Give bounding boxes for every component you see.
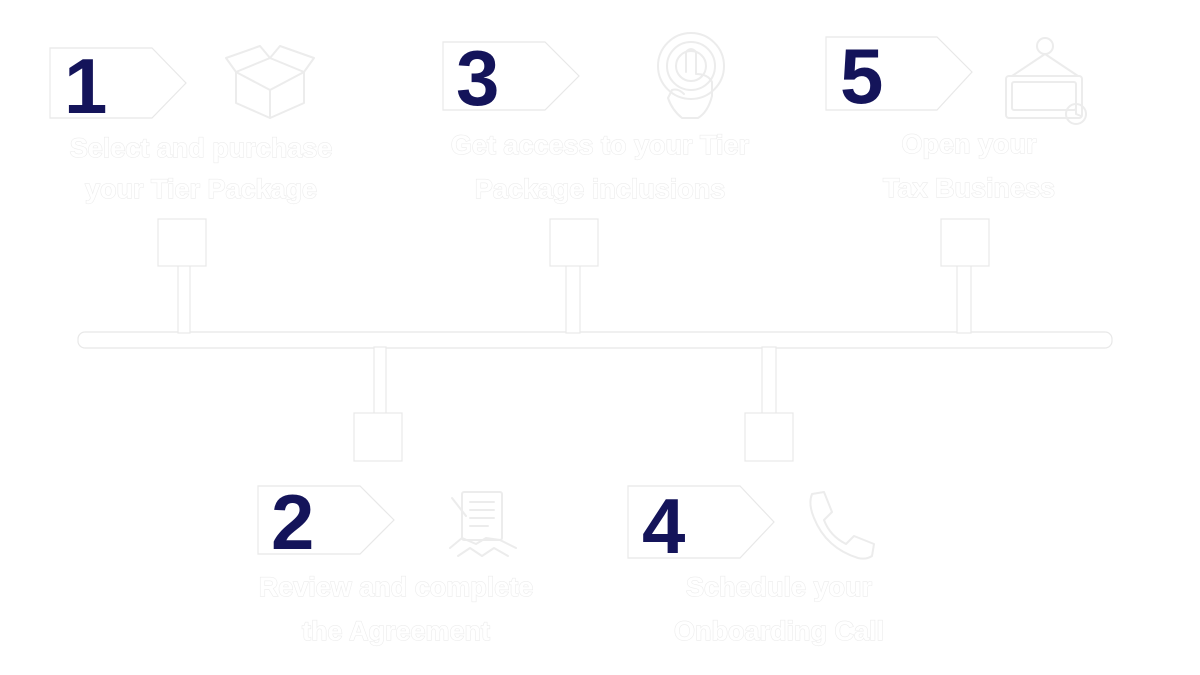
step-4-badge (627, 485, 775, 559)
step-3: 3 Get access to your Tier Package inclus… (442, 32, 750, 205)
step-1-label-line1: Select and purchase (70, 133, 333, 163)
step-3-label-line1: Get access to your Tier (451, 130, 750, 160)
connector-stem-4 (761, 346, 777, 416)
step-1-number: 1 (64, 42, 107, 130)
connector-square-2 (353, 412, 403, 462)
step-1-badge (49, 47, 187, 119)
step-4-number: 4 (642, 482, 685, 570)
step-5: 5 Open your Tax Business (825, 32, 1087, 204)
timeline-connectors (77, 218, 1113, 462)
connector-square-5 (940, 218, 990, 267)
step-4-label-line1: Schedule your (686, 572, 873, 602)
step-5-badge (825, 36, 973, 111)
phone-icon (809, 491, 875, 560)
step-5-number: 5 (840, 32, 883, 120)
connector-square-4 (744, 412, 794, 462)
step-2-badge (257, 485, 395, 555)
step-4-label-line2: Onboarding Call (674, 616, 884, 646)
step-1-label-line2: your Tier Package (85, 174, 317, 204)
connector-square-3 (549, 218, 599, 267)
connector-stem-1 (177, 264, 191, 334)
open-sign-icon (1005, 37, 1087, 125)
connector-stem-2 (373, 346, 387, 416)
connector-stem-3 (565, 264, 581, 334)
step-2: 2 Review and complete the Agreement (257, 478, 534, 647)
touch-access-icon (657, 32, 725, 119)
step-5-label-line1: Open your (901, 129, 1037, 159)
open-box-icon (225, 45, 315, 119)
agreement-handshake-icon (449, 491, 517, 557)
connector-stem-5 (956, 264, 972, 334)
step-5-label-line2: Tax Business (883, 173, 1055, 203)
connector-square-1 (157, 218, 207, 267)
timeline-bar (77, 331, 1113, 349)
step-2-label-line1: Review and complete (259, 572, 534, 602)
step-3-badge (442, 41, 580, 111)
step-2-number: 2 (271, 478, 314, 566)
step-2-label-line2: the Agreement (302, 616, 490, 646)
step-3-number: 3 (456, 34, 499, 122)
step-3-label-line2: Package inclusions (475, 174, 726, 204)
step-4: 4 Schedule your Onboarding Call (627, 482, 885, 647)
step-1: 1 Select and purchase your Tier Package (49, 42, 333, 205)
